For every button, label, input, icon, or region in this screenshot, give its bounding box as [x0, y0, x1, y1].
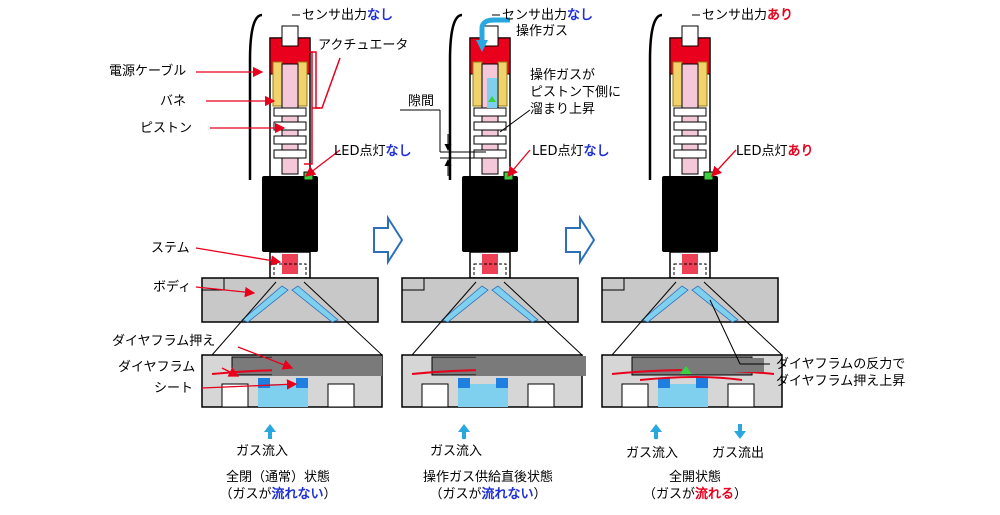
p1-flow-close: ）	[323, 487, 337, 502]
p2-note-3: 溜まり上昇	[530, 102, 596, 117]
p3-flow-state: 流れる	[694, 487, 734, 502]
p2-flow-open: （ガスが	[429, 487, 482, 502]
p1-spring-label: バネ	[160, 94, 187, 109]
p1-led: LED点灯なし	[334, 144, 411, 159]
valve-open	[600, 13, 784, 409]
p2-sensor-state: なし	[567, 8, 594, 23]
p2-note-2: ピストン下側に	[530, 85, 622, 100]
p2-pilot-gas-label: 操作ガス	[516, 24, 569, 39]
p1-diaphragm-label: ダイヤフラム	[118, 360, 196, 375]
p1-cable-label: 電源ケーブル	[109, 64, 187, 79]
valve-closed	[200, 13, 384, 409]
p3-note-1: ダイヤフラムの反力で	[776, 357, 906, 372]
p2-gas-in: ガス流入	[430, 444, 483, 459]
p3-flow-open: （ガスが	[642, 487, 695, 502]
diaphragm-retainer-shape	[272, 356, 382, 376]
next-state-arrow-2	[565, 214, 596, 266]
p1-sensor-output: センサ出力なし	[302, 8, 393, 23]
p3-sensor-state: あり	[767, 8, 794, 23]
p1-led-state: なし	[385, 144, 412, 159]
p2-led: LED点灯なし	[532, 144, 609, 159]
p1-seat-label: シート	[154, 381, 194, 396]
p3-note-2: ダイヤフラム押え上昇	[776, 374, 906, 389]
p1-stem-label: ステム	[151, 241, 190, 256]
p3-gas-out: ガス流出	[712, 446, 765, 461]
p1-led-prefix: LED点灯	[334, 144, 386, 159]
p1-flow-state: 流れない	[271, 487, 324, 502]
p2-sensor-prefix: センサ出力	[502, 8, 568, 23]
p1-sensor-prefix: センサ出力	[302, 8, 368, 23]
p1-flow-status: （ガスが流れない）	[208, 487, 348, 502]
p2-state-title: 操作ガス供給直後状態	[422, 470, 553, 485]
p1-state-title: 全閉（通常）状態	[225, 470, 330, 485]
p2-flow-state: 流れない	[481, 487, 534, 502]
p1-actuator-label: アクチュエータ	[318, 38, 409, 53]
p1-diaphragm-retainer-label: ダイヤフラム押え	[112, 334, 216, 349]
p2-flow-close: ）	[533, 487, 547, 502]
p3-flow-close: ）	[734, 487, 748, 502]
p3-led-prefix: LED点灯	[736, 144, 788, 159]
p1-body-label: ボディ	[153, 280, 192, 295]
p3-led: LED点灯あり	[736, 144, 813, 159]
p3-sensor-output: センサ出力あり	[702, 8, 793, 23]
p1-flow-open: （ガスが	[219, 487, 272, 502]
p2-led-prefix: LED点灯	[532, 144, 584, 159]
p2-flow-status: （ガスが流れない）	[408, 487, 568, 502]
p2-led-state: なし	[583, 144, 610, 159]
p1-piston-label: ピストン	[140, 121, 193, 136]
p1-sensor-state: なし	[367, 8, 394, 23]
p3-led-state: あり	[787, 144, 814, 159]
p3-gas-in: ガス流入	[626, 446, 679, 461]
next-state-arrow-1	[373, 214, 404, 266]
p1-gas-in: ガス流入	[236, 444, 289, 459]
p3-flow-status: （ガスが流れる）	[628, 487, 762, 502]
p3-sensor-prefix: センサ出力	[702, 8, 768, 23]
p3-state-title: 全開状態	[668, 470, 721, 485]
p2-sensor-output: センサ出力なし	[502, 8, 593, 23]
p2-gap-label: 隙間	[408, 94, 435, 109]
p2-note-1: 操作ガスが	[530, 68, 596, 83]
